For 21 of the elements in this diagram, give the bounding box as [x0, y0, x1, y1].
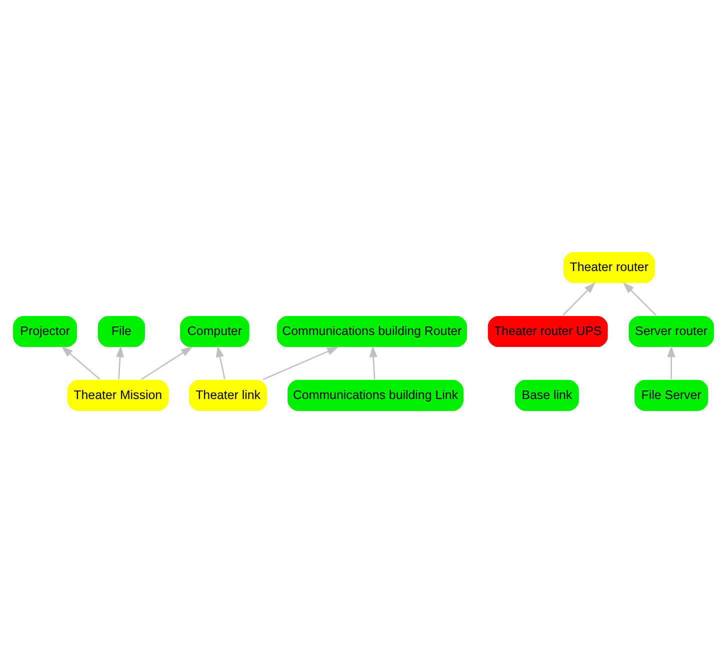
node-box: Theater link — [188, 378, 268, 412]
node-box: File Server — [634, 378, 710, 412]
node-box: Communications building Router — [276, 314, 468, 348]
arrow — [141, 346, 193, 380]
node-box: File — [97, 314, 146, 348]
arrow — [216, 345, 226, 379]
arrow — [562, 282, 596, 316]
node-box: Theater router — [562, 250, 656, 284]
node-box: Computer — [179, 314, 250, 348]
node-box: Communications building Link — [286, 378, 464, 412]
arrow — [667, 345, 676, 379]
node-box: Server router — [628, 314, 715, 348]
arrow — [116, 345, 124, 379]
arrow — [369, 345, 378, 379]
arrow — [262, 346, 339, 380]
arrow — [61, 346, 100, 380]
node-box: Projector — [12, 314, 78, 348]
node-box: Theater Mission — [66, 378, 170, 412]
node-box: Base link — [514, 378, 580, 412]
arrow — [622, 282, 656, 316]
node-box: Theater router UPS — [486, 314, 609, 348]
